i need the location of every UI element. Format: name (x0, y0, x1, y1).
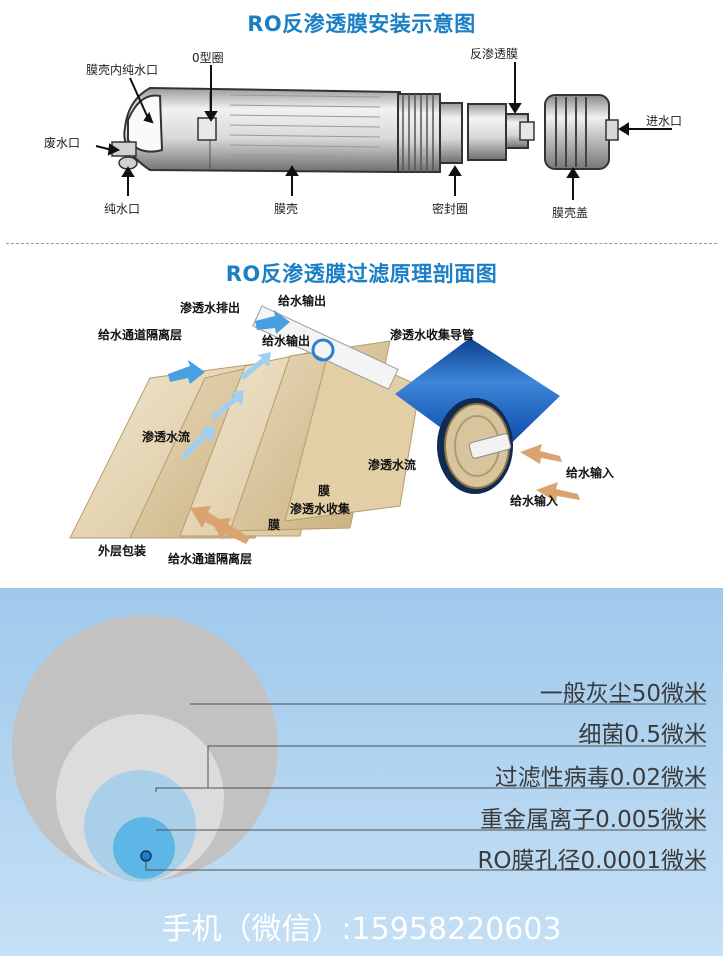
label-pure-outlet: 纯水口 (104, 202, 141, 216)
filter-illustration (69, 305, 580, 544)
size-label-ro-pore: RO膜孔径0.0001微米 (477, 848, 707, 874)
label-permeate-flow-left: 渗透水流 (142, 430, 191, 444)
size-circles (12, 615, 706, 882)
install-diagram-panel: RO反渗透膜安装示意图 (0, 0, 723, 242)
label-membrane-2: 膜 (268, 518, 281, 532)
membrane-sheets (69, 340, 421, 539)
label-o-ring: 0型圈 (192, 51, 224, 65)
section-divider (6, 243, 717, 244)
install-leaders (95, 62, 672, 200)
label-outer-wrap: 外层包装 (98, 544, 147, 558)
housing-cap (544, 94, 619, 170)
size-label-virus: 过滤性病毒0.02微米 (494, 765, 707, 791)
install-illustration (95, 62, 672, 200)
label-permeate-discharge: 渗透水排出 (180, 301, 241, 315)
label-waste-outlet: 废水口 (44, 136, 81, 150)
label-inlet: 进水口 (646, 114, 683, 128)
label-feed-spacer-bottom: 给水通道隔离层 (168, 552, 253, 566)
contact-phone: 手机（微信）:15958220603 (161, 912, 562, 947)
label-permeate-collect: 渗透水收集 (290, 502, 351, 516)
label-feed-out-1: 给水输出 (278, 294, 327, 308)
size-comparison-panel: 一般灰尘50微米 细菌0.5微米 过滤性病毒0.02微米 重金属离子0.005微… (0, 588, 723, 956)
filter-title: RO反渗透膜过滤原理剖面图 (225, 262, 498, 286)
label-membrane-1: 膜 (318, 484, 331, 498)
label-shell-pure-outlet: 膜壳内纯水口 (86, 63, 159, 77)
size-label-heavy-metal: 重金属离子0.005微米 (480, 807, 707, 833)
size-leaders (145, 703, 706, 871)
ro-membrane-element (467, 103, 535, 161)
label-feed-out-2: 给水输出 (262, 334, 311, 348)
label-feed-in-2: 给水输入 (510, 494, 559, 508)
label-feed-in-1: 给水输入 (566, 466, 615, 480)
label-shell: 膜壳 (274, 202, 299, 216)
size-label-bacteria: 细菌0.5微米 (578, 722, 707, 748)
circle-heavy-metal (113, 817, 175, 879)
size-label-dust: 一般灰尘50微米 (539, 681, 707, 707)
label-ro-membrane: 反渗透膜 (470, 47, 519, 61)
filter-diagram-panel: RO反渗透膜过滤原理剖面图 (0, 246, 723, 588)
label-seal-ring: 密封圈 (432, 202, 469, 216)
permeate-tube (252, 305, 399, 390)
label-permeate-tube: 渗透水收集导管 (390, 328, 475, 342)
label-feed-spacer-top: 给水通道隔离层 (98, 328, 183, 342)
install-title: RO反渗透膜安装示意图 (247, 12, 476, 36)
flow-arrows (168, 310, 580, 544)
membrane-cylinder (395, 338, 560, 494)
membrane-housing (111, 86, 463, 174)
label-shell-cap: 膜壳盖 (552, 206, 589, 220)
label-permeate-flow-right: 渗透水流 (368, 458, 417, 472)
